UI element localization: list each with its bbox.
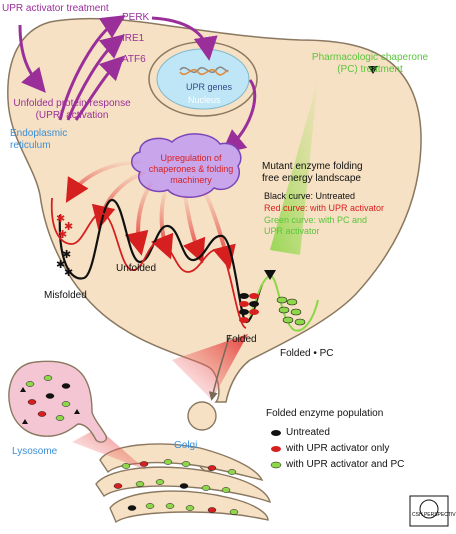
- pc-treatment-label: Pharmacologic chaperone (PC) treatment: [300, 52, 440, 76]
- csh-logo: [409, 495, 449, 527]
- legend-untreated: Untreated: [286, 427, 330, 438]
- svg-text:✱: ✱: [58, 228, 67, 241]
- legend-upr-marker: [271, 446, 281, 452]
- pc-treatment-line1: Pharmacologic chaperone: [311, 52, 429, 63]
- upr-activation-label: Unfolded protein response (UPR) activati…: [2, 98, 142, 122]
- misfolded-label: Misfolded: [44, 290, 87, 301]
- svg-text:✱: ✱: [64, 266, 73, 279]
- legend-upr-and-pc: with UPR activator and PC: [286, 459, 405, 470]
- folded-label: Folded: [226, 334, 257, 345]
- upr-activation-line1: Unfolded protein response: [13, 98, 131, 109]
- landscape-title: Mutant enzyme folding free energy landsc…: [262, 161, 363, 185]
- ire1-label: IRE1: [122, 33, 145, 44]
- upregulation-label: Upregulation of chaperones & folding mac…: [136, 153, 246, 186]
- svg-text:✱: ✱: [62, 248, 71, 261]
- legend-pc-marker: [270, 461, 282, 469]
- er-label: Endoplasmic reticulum: [10, 128, 67, 152]
- lysosome: [8, 360, 108, 443]
- pc-treatment-line2: (PC) treatment: [337, 64, 403, 75]
- unfolded-label: Unfolded: [116, 263, 157, 274]
- nucleus-label: Nucleus: [188, 95, 221, 105]
- folded-pc-ovals: [276, 296, 306, 326]
- red-curve: [50, 197, 247, 329]
- golgi-label: Golgi: [174, 440, 198, 451]
- atf6-label: ATF6: [122, 54, 146, 65]
- folded-pc-label: Folded • PC: [280, 348, 334, 359]
- upr-genes-label: UPR genes: [186, 82, 233, 92]
- green-curve-line2: UPR activator: [264, 226, 320, 236]
- folded-ovals: [239, 293, 259, 323]
- lysosome-wedge: [72, 428, 146, 470]
- upregulation-line1: Upregulation of: [160, 153, 222, 163]
- legend-untreated-marker: [271, 430, 281, 436]
- upregulation-line3: machinery: [170, 175, 212, 185]
- legend-title: Folded enzyme population: [266, 408, 384, 419]
- upr-activation-line2: (UPR) activation: [35, 110, 109, 121]
- dna-icon: [179, 66, 229, 76]
- landscape-title-line1: Mutant enzyme folding: [262, 161, 363, 172]
- upr-activator-treatment: UPR activator treatment: [2, 3, 109, 14]
- misfolded-stars: ✱ ✱ ✱ ✱ ✱ ✱: [56, 212, 73, 279]
- upr-arrows: [18, 15, 257, 154]
- er-to-golgi-arrow: [208, 334, 231, 401]
- upregulation-line2: chaperones & folding: [148, 164, 234, 174]
- red-curve-label: Red curve: with UPR activator: [264, 203, 385, 213]
- landscape-title-line2: free energy landscape: [262, 173, 361, 184]
- black-curve-label: Black curve: Untreated: [264, 191, 356, 201]
- green-curve-label: Green curve: with PC and UPR activator: [264, 215, 367, 237]
- er-label-line2: reticulum: [10, 140, 51, 151]
- perk-label: PERK: [122, 12, 150, 23]
- pc-treatment-triangle-icon: [368, 66, 378, 74]
- er-label-line1: Endoplasmic: [10, 128, 68, 139]
- legend-upr-only: with UPR activator only: [286, 443, 390, 454]
- svg-text:✱: ✱: [56, 212, 65, 225]
- pc-triangle-icon: [264, 270, 276, 280]
- black-curve: [58, 198, 263, 324]
- lysosome-label: Lysosome: [12, 446, 58, 457]
- green-curve-line1: Green curve: with PC and: [264, 215, 368, 225]
- svg-text:✱: ✱: [56, 258, 65, 271]
- transport-wedge: [172, 334, 248, 400]
- svg-text:✱: ✱: [64, 220, 73, 233]
- csh-logo-text: CSH PERSPECTIVES: [412, 512, 456, 518]
- pc-wedge: [270, 80, 318, 255]
- golgi-ovals: [113, 459, 239, 515]
